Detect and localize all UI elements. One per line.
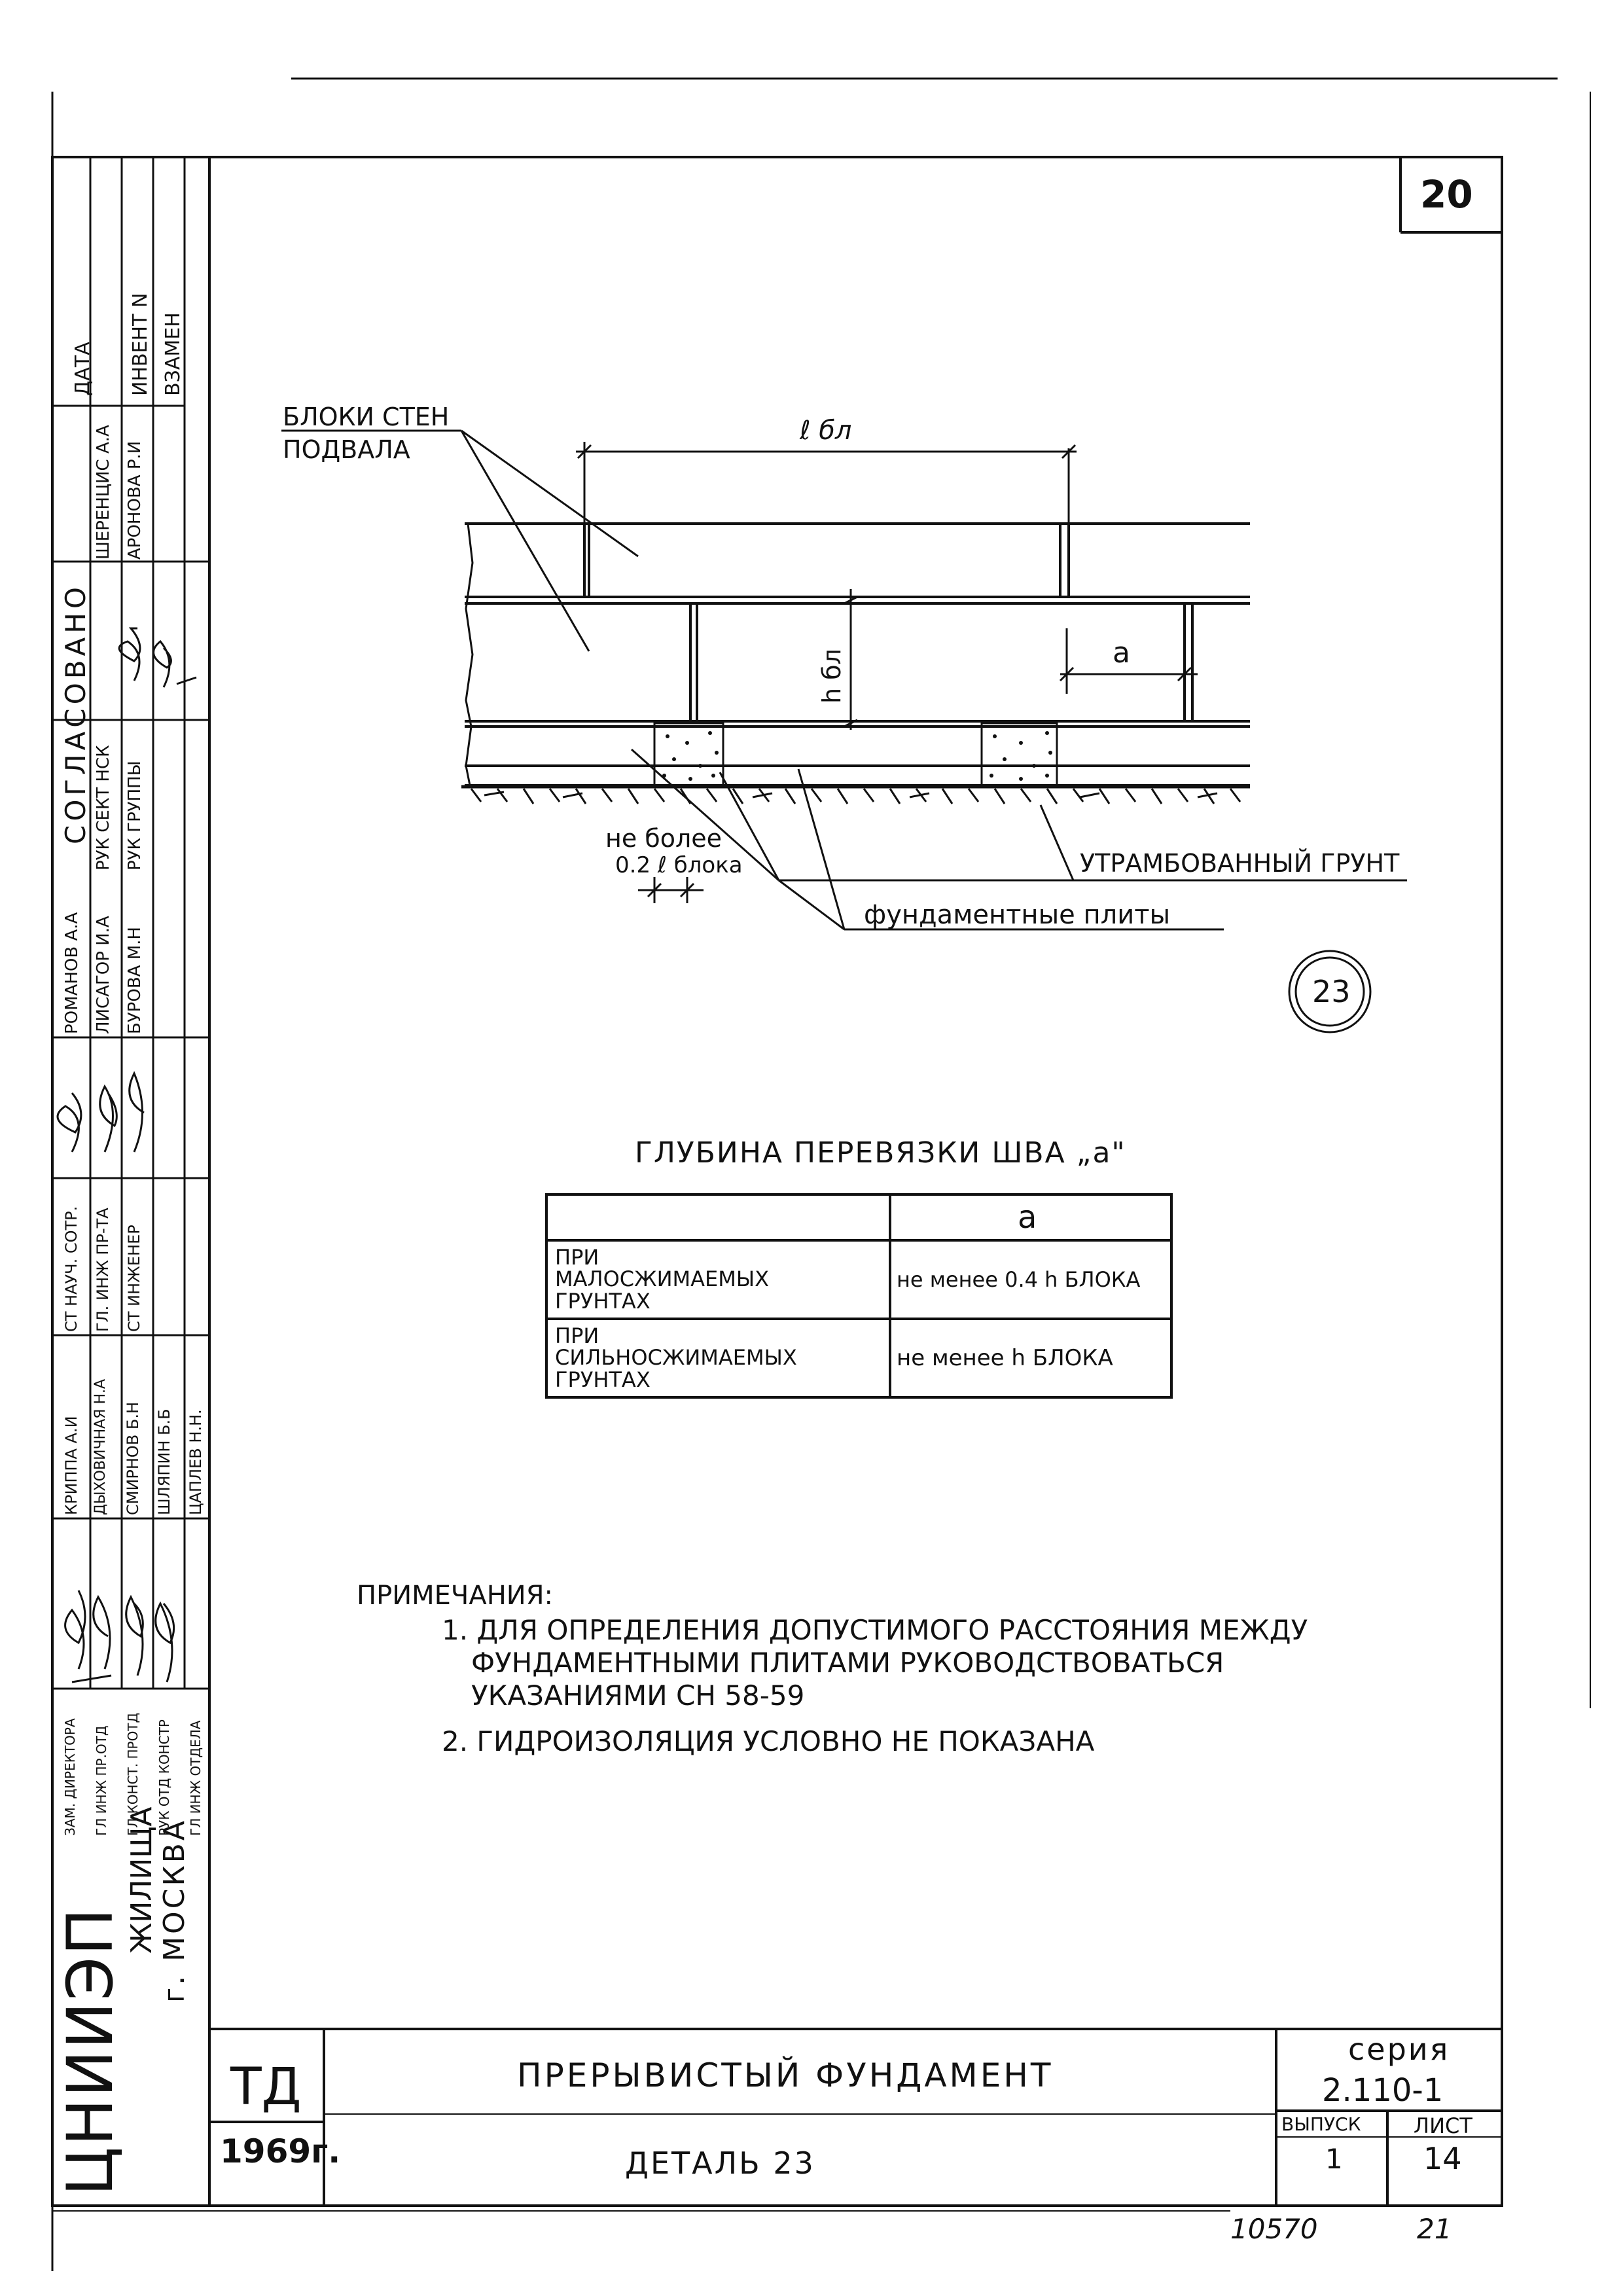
stamp-name-2-4: ШЛЯПИН Б.Б bbox=[155, 1408, 173, 1515]
sheet-label: ЛИСТ bbox=[1414, 2113, 1472, 2138]
stamp-header-replace: ВЗАМЕН bbox=[162, 312, 185, 396]
note-1-line2: ФУНДАМЕНТНЫМИ ПЛИТАМИ РУКОВОДСТВОВАТЬСЯ bbox=[471, 1647, 1224, 1679]
stamp-agreed-name-1: ШЕРЕНЦИС А.А bbox=[94, 425, 113, 560]
stamp-agreed-name-2: АРОНОВА Р.И bbox=[125, 440, 145, 560]
table-row-1-condition: ПРИ МАЛОСЖИМАЕМЫХ ГРУНТАХ bbox=[555, 1242, 885, 1317]
issue-number: 1 bbox=[1325, 2143, 1343, 2175]
footer-right-number: 21 bbox=[1417, 2213, 1452, 2245]
note-2-line1: 2. ГИДРОИЗОЛЯЦИЯ УСЛОВНО НЕ ПОКАЗАНА bbox=[442, 1725, 1095, 1757]
stamp-agreed: СОГЛАСОВАНО bbox=[60, 583, 92, 844]
stamp-name-1-1: РОМАНОВ А.А bbox=[62, 912, 82, 1034]
sheet-number: 20 bbox=[1420, 172, 1473, 217]
stamp-name-2-5: ЦАПЛЕВ Н.Н. bbox=[187, 1409, 205, 1515]
notes-heading: ПРИМЕЧАНИЯ: bbox=[357, 1581, 553, 1611]
table-row-2-value: не менее h БЛОКА bbox=[897, 1321, 1168, 1395]
stamp-header-date: ДАТА bbox=[71, 342, 94, 396]
table-header-a: a bbox=[1018, 1199, 1037, 1236]
stamp-agreed-role-2: РУК ГРУППЫ bbox=[125, 761, 145, 870]
stamp-org-suffix: ЖИЛИЩА bbox=[125, 1806, 158, 1954]
table-row-2-condition: ПРИ СИЛЬНОСЖИМАЕМЫХ ГРУНТАХ bbox=[555, 1321, 885, 1395]
issue-label: ВЫПУСК bbox=[1281, 2113, 1361, 2135]
title-main: ПРЕРЫВИСТЫЙ ФУНДАМЕНТ bbox=[517, 2056, 1054, 2094]
label-soil: УТРАМБОВАННЫЙ ГРУНТ bbox=[1080, 849, 1400, 878]
stamp-role-1-1: СТ НАУЧ. СОТР. bbox=[62, 1206, 80, 1332]
stamp-org: ЦНИИЭП bbox=[54, 1907, 127, 2196]
series-label: серия bbox=[1348, 2032, 1450, 2067]
table-title: ГЛУБИНА ПЕРЕВЯЗКИ ШВА „a" bbox=[635, 1136, 1126, 1170]
note-1-line1: 1. ДЛЯ ОПРЕДЕЛЕНИЯ ДОПУСТИМОГО РАССТОЯНИ… bbox=[442, 1614, 1308, 1646]
table-row-2-condition-text: ПРИ СИЛЬНОСЖИМАЕМЫХ ГРУНТАХ bbox=[555, 1323, 797, 1392]
stamp-role-2-5: ГЛ ИНЖ ОТДЕЛА bbox=[188, 1720, 204, 1836]
table-row-1-value: не менее 0.4 h БЛОКА bbox=[897, 1242, 1168, 1317]
label-max-line2: 0.2 ℓ блока bbox=[615, 852, 743, 878]
stamp-name-2-2: ДЫХОВИЧНАЯ Н.А bbox=[92, 1378, 109, 1515]
stamp-header-inventory: ИНВЕНТ N bbox=[129, 293, 152, 396]
title-subtitle: ДЕТАЛЬ 23 bbox=[625, 2145, 815, 2181]
title-year: 1969г. bbox=[220, 2132, 341, 2170]
stamp-agreed-role-1: РУК СЕКТ НСК bbox=[94, 745, 113, 870]
table-row-1-value-text: не менее 0.4 h БЛОКА bbox=[897, 1267, 1141, 1292]
title-code: ТД bbox=[230, 2058, 302, 2117]
label-max-line1: не более bbox=[605, 824, 722, 853]
dim-block-length: ℓ бл bbox=[800, 416, 852, 446]
dim-a: a bbox=[1113, 636, 1130, 670]
stamp-name-2-3: СМИРНОВ Б.Н bbox=[124, 1401, 142, 1515]
table-row-1-condition-text: ПРИ МАЛОСЖИМАЕМЫХ ГРУНТАХ bbox=[555, 1244, 769, 1314]
dim-block-height: h бл bbox=[817, 649, 846, 704]
footer-left-number: 10570 bbox=[1230, 2213, 1318, 2245]
stamp-role-1-3: СТ ИНЖЕНЕР bbox=[125, 1225, 143, 1332]
table-row-2-value-text: не менее h БЛОКА bbox=[897, 1345, 1113, 1371]
label-blocks-line2: ПОДВАЛА bbox=[283, 435, 410, 464]
stamp-name-2-1: КРИППА А.И bbox=[62, 1416, 80, 1515]
stamp-role-2-2: ГЛ ИНЖ ПР.ОТД bbox=[94, 1725, 109, 1836]
label-blocks-line1: БЛОКИ СТЕН bbox=[283, 403, 450, 431]
series-number: 2.110-1 bbox=[1322, 2072, 1444, 2109]
detail-number: 23 bbox=[1312, 974, 1351, 1009]
stamp-role-2-1: ЗАМ. ДИРЕКТОРА bbox=[62, 1718, 78, 1836]
label-plates: фундаментные плиты bbox=[864, 900, 1171, 930]
note-1-line3: УКАЗАНИЯМИ СН 58-59 bbox=[471, 1679, 805, 1712]
stamp-role-1-2: ГЛ. ИНЖ ПР-ТА bbox=[94, 1208, 112, 1332]
sheet-count: 14 bbox=[1423, 2141, 1462, 2176]
stamp-city: г. МОСКВА bbox=[158, 1818, 191, 2003]
stamp-name-1-2: ЛИСАГОР И.А bbox=[94, 916, 113, 1034]
stamp-name-1-3: БУРОВА М.Н bbox=[125, 927, 145, 1034]
